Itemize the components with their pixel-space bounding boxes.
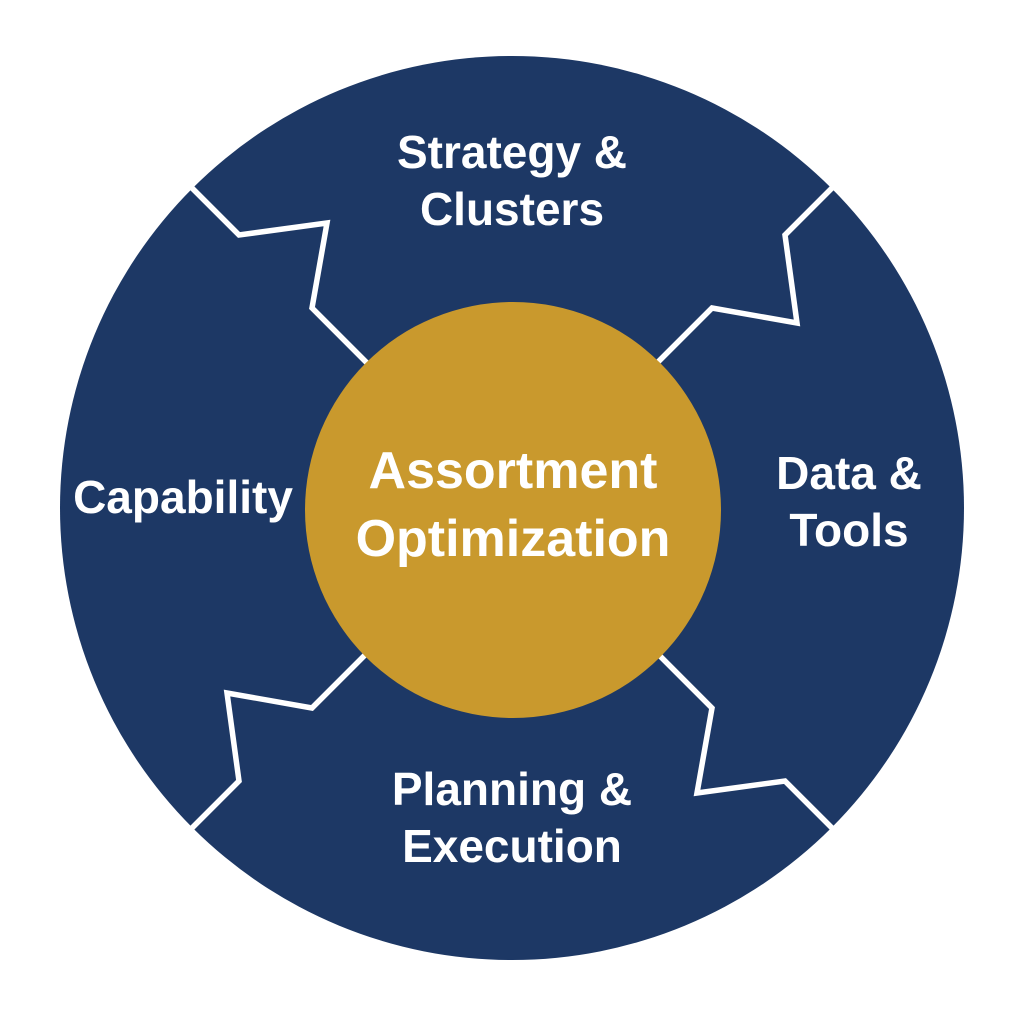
segment-divider-bottom-right — [653, 649, 834, 830]
segment-label-data-line-2: Tools — [789, 504, 908, 556]
segment-label-planning-line-2: Execution — [402, 820, 622, 872]
segment-label-planning-line-1: Planning & — [392, 763, 632, 815]
segment-divider-bottom-left — [190, 649, 371, 830]
segment-label-capability: Capability — [73, 471, 293, 523]
hub-label-line-2: Optimization — [356, 510, 671, 568]
hub-circle — [305, 302, 721, 718]
segment-divider-top-right — [653, 186, 834, 367]
segment-divider-top-left — [190, 186, 371, 367]
hub-label-line-1: Assortment — [369, 442, 658, 500]
segment-label-strategy-line-2: Clusters — [420, 183, 604, 235]
segment-label-data-line-1: Data & — [776, 447, 922, 499]
segment-label-strategy-line-1: Strategy & — [397, 126, 627, 178]
